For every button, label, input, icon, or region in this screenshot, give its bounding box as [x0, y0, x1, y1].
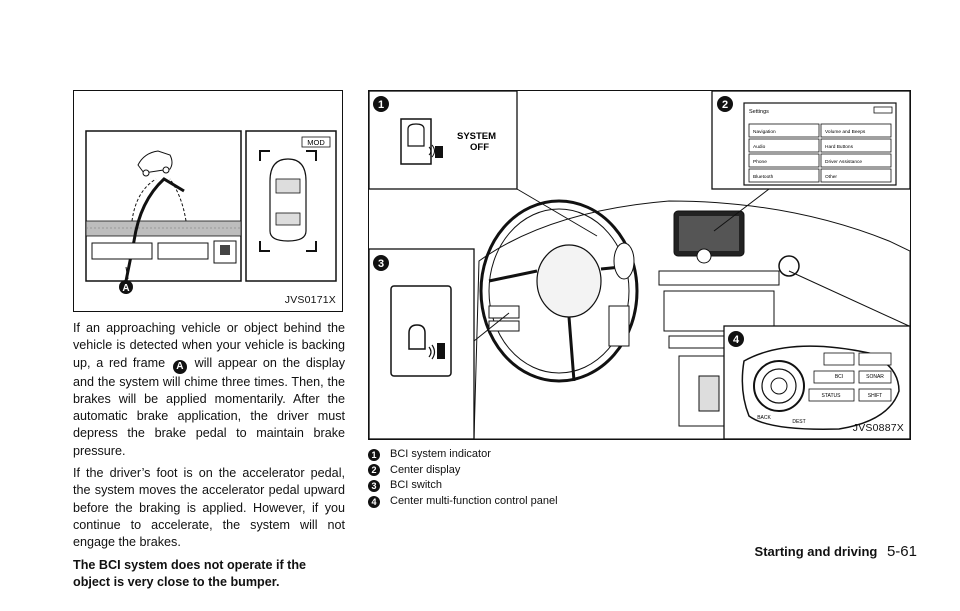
paragraph-1: If an approaching vehicle or object behi… — [73, 321, 346, 458]
figure-code: JVS0887X — [852, 422, 904, 434]
page-footer: Starting and driving 5-61 — [755, 543, 917, 560]
approaching-car-icon — [137, 150, 173, 177]
settings-menu: Navigation Volume and Beeps Audio Hard B… — [748, 123, 892, 183]
legend-item: 1 BCI system indicator — [368, 447, 558, 463]
legend-number: 1 — [368, 448, 380, 461]
mod-label: MOD — [307, 138, 325, 147]
settings-item: Bluetooth — [753, 174, 774, 180]
panel-button-back: BACK — [757, 415, 771, 421]
legend-number: 2 — [368, 464, 380, 477]
figure-legend: 1 BCI system indicator 2 Center display … — [368, 447, 558, 509]
legend-text: BCI switch — [390, 479, 442, 492]
panel-button-dest: DEST — [792, 419, 805, 425]
legend-text: Center display — [390, 463, 461, 476]
page-number: 5-61 — [886, 543, 917, 560]
settings-item: Audio — [753, 144, 766, 150]
steering-wheel-icon — [479, 199, 639, 383]
legend-number: 4 — [368, 495, 380, 508]
paragraph-2: If the driver’s foot is on the accelerat… — [73, 466, 345, 550]
figure-dashboard-controls: 1 SYSTEM OFF 2 Settings Navigation Volum… — [368, 90, 911, 440]
legend-number: 3 — [368, 479, 380, 492]
legend-item: 3 BCI switch — [368, 478, 558, 494]
section-title: Starting and driving — [754, 544, 878, 559]
body-text: If an approaching vehicle or object behi… — [73, 320, 345, 596]
figure-rear-view-display: MOD A JVS0171X — [73, 90, 343, 312]
settings-item: Volume and Beeps — [825, 129, 866, 135]
settings-item: Driver Assistance — [825, 159, 862, 165]
top-view-car-icon — [269, 158, 307, 242]
legend-item: 4 Center multi-function control panel — [368, 494, 558, 510]
legend-item: 2 Center display — [368, 463, 558, 479]
settings-item: Other — [825, 174, 837, 180]
callout-2: 2 — [722, 99, 728, 111]
panel-button-shift: SHIFT — [868, 393, 882, 399]
rear-view-display-illustration: MOD A — [85, 130, 337, 294]
panel-button-status: STATUS — [822, 393, 842, 399]
system-label: SYSTEM — [457, 131, 496, 142]
label-a: A — [122, 283, 129, 294]
settings-title: Settings — [749, 109, 769, 115]
callout-1: 1 — [378, 99, 384, 111]
callout-4: 4 — [733, 334, 740, 346]
panel-button-bci: BCI — [835, 374, 843, 380]
settings-item: Hard Buttons — [825, 144, 854, 150]
inline-label-a: A — [172, 359, 187, 374]
legend-text: BCI system indicator — [390, 448, 491, 460]
figure-code: JVS0171X — [284, 294, 336, 306]
paragraph-3-warning: The BCI system does not operate if the o… — [73, 557, 307, 589]
settings-item: Navigation — [753, 129, 776, 135]
panel-button-sonar: SONAR — [866, 374, 884, 380]
dashboard-illustration: 1 SYSTEM OFF 2 Settings Navigation Volum… — [369, 91, 910, 439]
off-label: OFF — [470, 142, 489, 153]
settings-item: Phone — [753, 159, 767, 165]
legend-text: Center multi-function control panel — [390, 494, 558, 507]
callout-3: 3 — [378, 258, 384, 270]
